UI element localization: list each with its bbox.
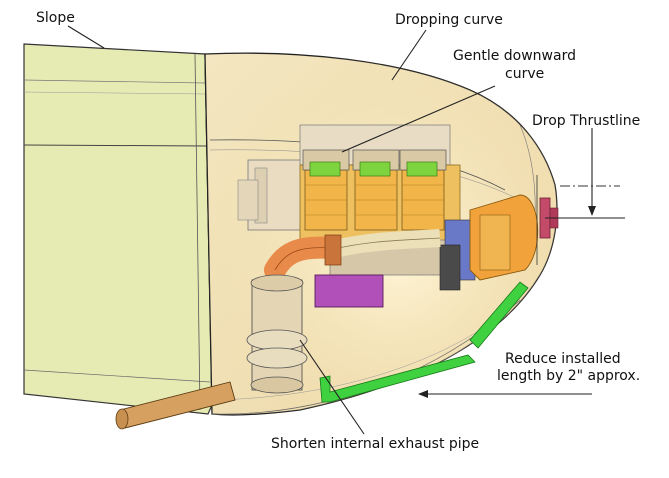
exhaust-system xyxy=(115,234,342,430)
label-shorten-exhaust: Shorten internal exhaust pipe xyxy=(271,436,479,452)
label-gentle-curve-2: curve xyxy=(505,66,544,82)
dropping-curve-leader xyxy=(391,29,427,81)
purple-box xyxy=(314,274,384,308)
label-gentle-curve-1: Gentle downward xyxy=(453,48,576,64)
thrustline-markers xyxy=(545,128,625,219)
engine-mount xyxy=(237,159,304,231)
green-strip-lower xyxy=(319,354,476,403)
exhaust-leader xyxy=(299,339,365,435)
fuselage xyxy=(23,43,215,415)
valve-cover-2 xyxy=(359,161,391,177)
label-drop-thrustline: Drop Thrustline xyxy=(532,113,640,129)
cylinder-3 xyxy=(401,169,445,231)
cylinder-2 xyxy=(354,169,398,231)
label-dropping-curve: Dropping curve xyxy=(395,12,503,28)
label-reduce-length-1: Reduce installed xyxy=(505,351,621,367)
gentle-curve-leader xyxy=(341,85,496,153)
label-reduce-length-2: length by 2" approx. xyxy=(497,368,640,384)
leader-lines xyxy=(67,25,592,435)
label-slope: Slope xyxy=(36,10,75,26)
engine xyxy=(299,124,476,291)
slope-leader xyxy=(67,25,105,49)
valve-cover-3 xyxy=(406,161,438,177)
intake-tube xyxy=(327,229,441,259)
green-strip-upper xyxy=(469,281,529,349)
gearbox xyxy=(469,194,539,281)
valve-cover-1 xyxy=(309,161,341,177)
cylinder-1 xyxy=(304,169,348,231)
